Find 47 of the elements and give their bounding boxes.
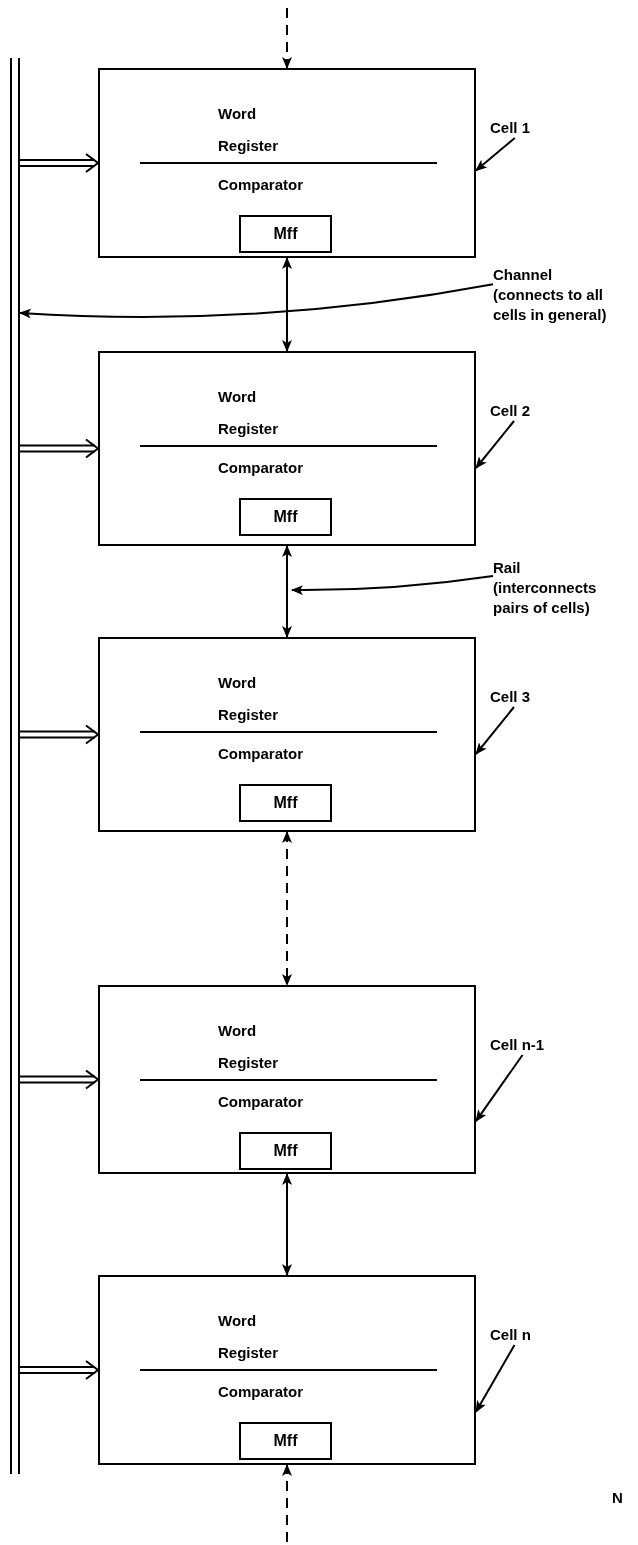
callout-text: Cell n-1	[490, 1035, 545, 1055]
partial-text: N	[612, 1488, 623, 1508]
double-headed-arrow	[282, 545, 292, 638]
flip-flop-box: Mff	[239, 784, 332, 822]
bus-bar	[10, 58, 20, 1474]
leader-arrow	[291, 575, 494, 596]
leader-arrow	[475, 420, 515, 469]
register-text: Word Register	[218, 673, 280, 725]
register-text: Word Register	[218, 387, 280, 439]
comparator-text: Comparator	[218, 745, 303, 762]
flip-flop-box: Mff	[239, 1132, 332, 1170]
callout-text: Cell 3	[490, 687, 531, 707]
register-text: Word Register	[218, 1021, 280, 1073]
cell-box	[98, 637, 476, 832]
double-line-arrow	[19, 1360, 99, 1380]
double-line-arrow	[19, 438, 99, 459]
register-text: Word Register	[218, 104, 280, 156]
arrow	[282, 7, 292, 69]
leader-arrow	[475, 1054, 524, 1123]
cell-box	[98, 985, 476, 1174]
leader-arrow	[475, 706, 515, 755]
comparator-text: Comparator	[218, 176, 303, 193]
callout-text: Cell 2	[490, 401, 531, 421]
cell-box	[98, 351, 476, 546]
double-line-arrow	[19, 153, 99, 173]
leader-arrow	[475, 137, 516, 172]
callout-text: Channel (connects to all cells in general)	[493, 265, 625, 325]
comparator-text: Comparator	[218, 459, 303, 476]
leader-arrow	[475, 1344, 516, 1413]
cell-box	[98, 68, 476, 258]
register-text: Word Register	[218, 1311, 280, 1363]
leader-arrow	[19, 283, 494, 319]
double-headed-arrow	[282, 1173, 292, 1276]
double-headed-arrow	[282, 831, 292, 986]
cell-box	[98, 1275, 476, 1465]
flip-flop-box: Mff	[239, 1422, 332, 1460]
comparator-text: Comparator	[218, 1383, 303, 1400]
double-line-arrow	[19, 1069, 99, 1090]
double-line-arrow	[19, 724, 99, 745]
flip-flop-box: Mff	[239, 215, 332, 253]
callout-text: Rail (interconnects pairs of cells)	[493, 558, 621, 618]
flip-flop-box: Mff	[239, 498, 332, 536]
callout-text: Cell n	[490, 1325, 531, 1345]
double-headed-arrow	[282, 257, 292, 352]
arrow	[282, 1464, 292, 1543]
callout-text: Cell 1	[490, 118, 531, 138]
comparator-text: Comparator	[218, 1093, 303, 1110]
